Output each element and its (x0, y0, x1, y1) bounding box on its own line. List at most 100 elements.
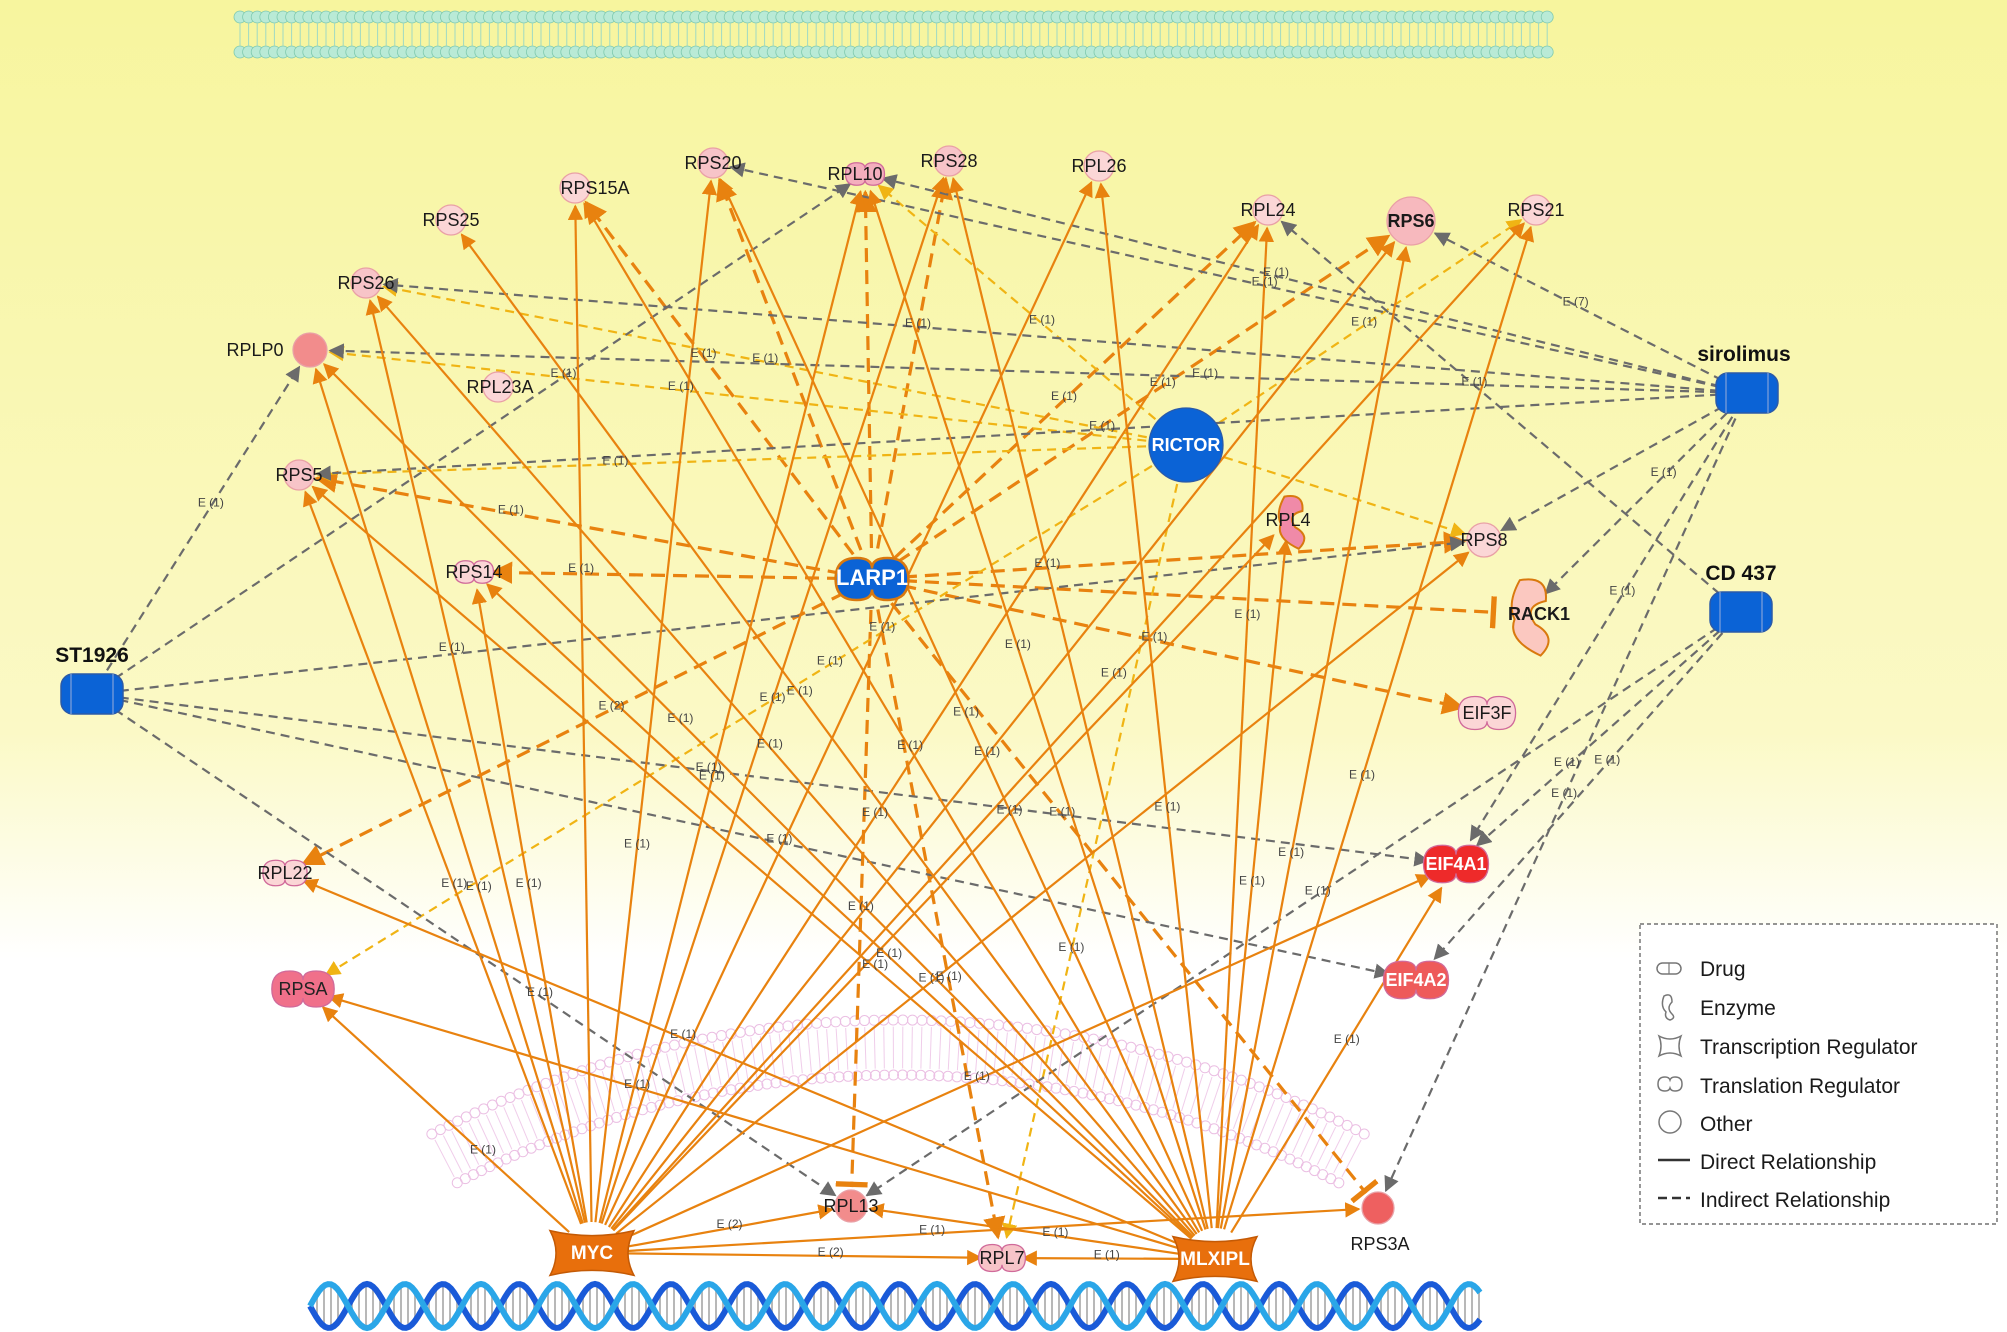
node-label: RACK1 (1508, 604, 1570, 624)
node-label: RPS6 (1387, 211, 1434, 231)
edge-label: E (1) (198, 495, 224, 509)
edge-label: E (1) (1005, 637, 1031, 651)
node-label: RPS26 (337, 273, 394, 293)
edge-cd437-eif4a1 (1475, 629, 1721, 847)
edge-mlxipl-rpsa (327, 993, 1186, 1252)
edge-myc-rplp0 (312, 367, 584, 1224)
edge-sirolimus-rps3a (1384, 418, 1737, 1193)
legend-label-translation-regulator: Translation Regulator (1700, 1075, 1900, 1098)
node-rpl22[interactable]: RPL22 (257, 859, 313, 887)
node-rpl13[interactable]: RPL13 (823, 1189, 879, 1223)
node-circle-icon (559, 172, 591, 204)
edge-sirolimus-eif4a1 (1469, 416, 1734, 842)
edge-label: E (1) (752, 351, 778, 365)
edge-label: E (1) (1234, 607, 1260, 621)
node-rpsa[interactable]: RPSA (271, 970, 335, 1008)
node-label: RPS21 (1507, 200, 1564, 220)
node-label: RPL10 (827, 164, 882, 184)
edge-myc-rps21 (611, 222, 1525, 1231)
node-st1926[interactable]: ST1926 (55, 644, 129, 715)
node-rpl23a[interactable]: RPL23A (466, 371, 534, 403)
node-rps21[interactable]: RPS21 (1507, 194, 1565, 226)
edge-label: E (1) (848, 899, 874, 913)
edge-label: E (1) (1034, 556, 1060, 570)
edge-mlxipl-rpl24 (1215, 226, 1275, 1229)
node-rps15a[interactable]: RPS15A (559, 172, 630, 204)
edge-label: E (1) (817, 653, 843, 667)
node-label: RPL23A (466, 377, 533, 397)
node-circle-icon (697, 147, 729, 179)
node-rictor[interactable]: RICTOR (1148, 407, 1224, 483)
edge-larp1-rps28 (876, 176, 954, 549)
edge-mlxipl-rpl10 (867, 189, 1207, 1230)
node-rps3a[interactable]: RPS3A (1350, 1191, 1410, 1254)
node-rps6[interactable]: RPS6 (1386, 196, 1436, 246)
node-circle-icon (435, 204, 467, 236)
node-rpl7[interactable]: RPL7 (977, 1243, 1027, 1273)
edge-label: E (1) (1051, 389, 1077, 403)
edge-label: E (1) (1150, 375, 1176, 389)
edge-label: E (1) (996, 802, 1022, 816)
edge-label: E (1) (699, 768, 725, 782)
edge-sirolimus-rplp0 (328, 343, 1720, 394)
translation-regulator-icon (844, 162, 886, 186)
node-label: sirolimus (1697, 343, 1790, 366)
node-label: RPSA (278, 979, 327, 999)
node-label: CD 437 (1705, 562, 1776, 585)
edge-label: E (1) (1461, 374, 1487, 388)
node-rps8[interactable]: RPS8 (1460, 522, 1508, 558)
translation-regulator-icon (977, 1243, 1027, 1273)
edge-label: E (1) (1154, 799, 1180, 813)
edge-label: E (1) (550, 366, 576, 380)
edge-st1926-rpl13 (114, 708, 837, 1197)
node-rps14[interactable]: RPS14 (445, 560, 503, 584)
node-rps26[interactable]: RPS26 (337, 267, 395, 299)
edge-sirolimus-rps6 (1433, 232, 1723, 382)
node-myc[interactable]: MYC (548, 1229, 636, 1277)
node-label: RPL26 (1071, 156, 1126, 176)
node-label: RPL13 (823, 1196, 878, 1216)
node-circle-icon (350, 267, 382, 299)
legend: Drug Enzyme Transcription Regulator Tran… (1639, 923, 1998, 1225)
edge-larp1-rps8 (902, 531, 1467, 579)
edge-larp1-rps5 (314, 470, 842, 576)
node-circle-icon (1386, 196, 1436, 246)
edge-cd437-rpl13 (865, 626, 1719, 1197)
node-label: RPS25 (422, 210, 479, 230)
node-mlxipl[interactable]: MLXIPL (1171, 1235, 1259, 1283)
node-sirolimus[interactable]: sirolimus (1697, 343, 1791, 414)
edge-rictor-rplp0 (328, 345, 1147, 442)
node-eif4a2[interactable]: EIF4A2 (1382, 960, 1450, 1000)
node-rps25[interactable]: RPS25 (422, 204, 480, 236)
edge-label: E (1) (696, 760, 722, 774)
edge-myc-rpl7 (622, 1249, 983, 1266)
edge-myc-eif4a1 (619, 874, 1432, 1242)
transcription-regulator-icon (548, 1229, 636, 1277)
node-eif4a1[interactable]: EIF4A1 (1422, 844, 1490, 884)
node-rpl4[interactable]: RPL4 (1265, 495, 1311, 551)
node-rplp0[interactable]: RPLP0 (226, 332, 328, 368)
edge-myc-rps14 (471, 588, 588, 1223)
edge-mlxipl-rps21 (1223, 225, 1535, 1230)
edge-label: E (1) (1058, 940, 1084, 954)
node-label: RPS14 (445, 562, 502, 582)
translation-regulator-icon (271, 970, 335, 1008)
node-rack1[interactable]: RACK1 (1508, 578, 1570, 657)
node-rpl10[interactable]: RPL10 (827, 162, 886, 186)
translation-regulator-icon (453, 560, 495, 584)
edge-label: E (1) (1594, 752, 1620, 766)
edge-mlxipl-rplp0 (323, 363, 1194, 1238)
node-rpl24[interactable]: RPL24 (1240, 194, 1296, 226)
node-eif3f[interactable]: EIF3F (1457, 695, 1517, 731)
node-larp1[interactable]: LARP1 (834, 556, 910, 602)
node-circle-icon (1148, 407, 1224, 483)
node-rpl26[interactable]: RPL26 (1071, 150, 1127, 182)
edge-label: E (1) (1263, 265, 1289, 279)
edge-label: E (1) (919, 971, 945, 985)
node-rps5[interactable]: RPS5 (275, 459, 323, 491)
edge-label: E (1) (1029, 312, 1055, 326)
node-rps28[interactable]: RPS28 (920, 145, 978, 177)
edge-label: E (1) (757, 736, 783, 750)
node-cd437[interactable]: CD 437 (1705, 562, 1777, 633)
node-rps20[interactable]: RPS20 (684, 147, 742, 179)
